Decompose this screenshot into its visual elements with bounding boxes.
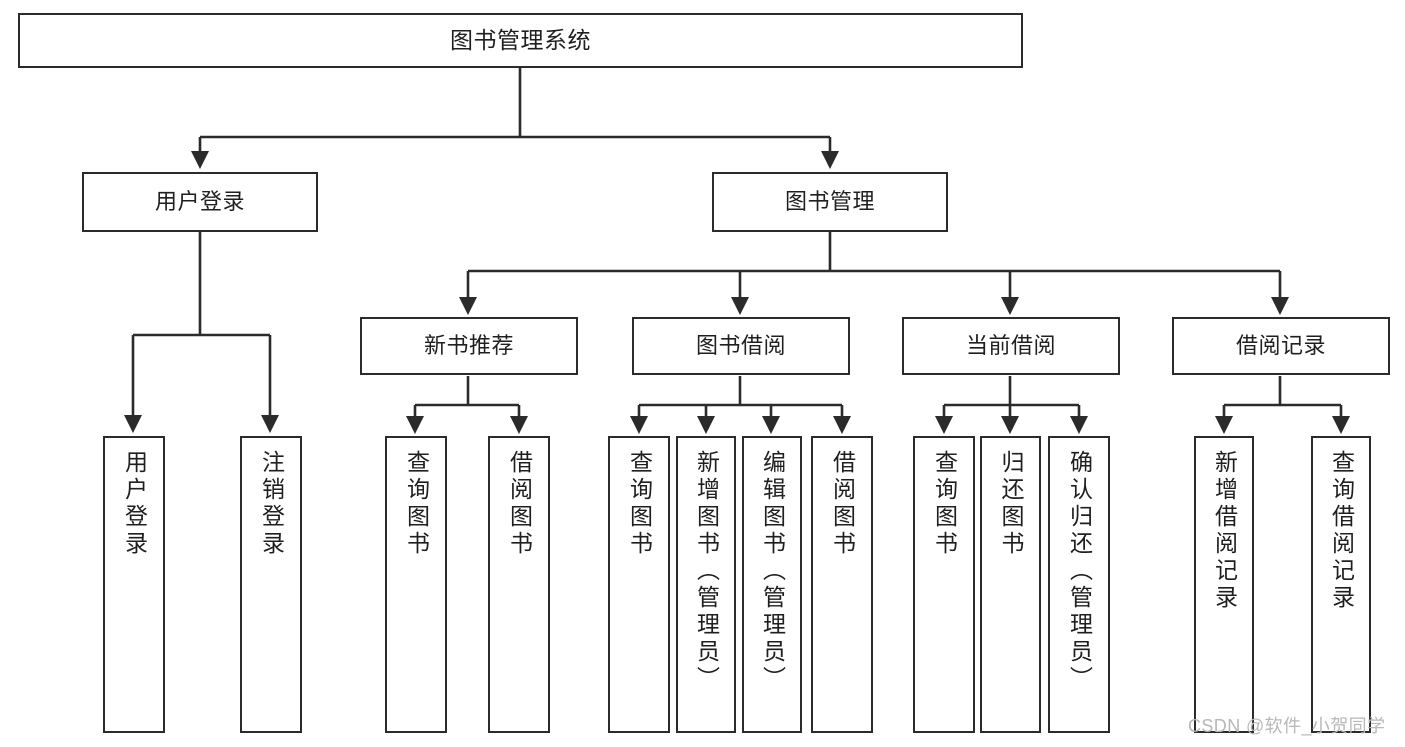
- node-label: 确认归还（管理员）: [1066, 450, 1093, 693]
- leaf-query-book-borrow[interactable]: 查询图书: [608, 436, 670, 733]
- leaf-query-book-current[interactable]: 查询图书: [913, 436, 975, 733]
- node-label: 用户登录: [154, 189, 245, 215]
- node-label: 借阅记录: [1235, 333, 1326, 359]
- leaf-confirm-return-admin[interactable]: 确认归还（管理员）: [1048, 436, 1110, 733]
- node-label: 新增图书（管理员）: [693, 450, 720, 693]
- leaf-return-book[interactable]: 归还图书: [980, 436, 1041, 733]
- node-label: 新增借阅记录: [1211, 450, 1238, 612]
- leaf-add-borrow-record[interactable]: 新增借阅记录: [1194, 436, 1254, 733]
- csdn-watermark: CSDN @软件_小贺同学: [1188, 716, 1386, 736]
- node-user-login[interactable]: 用户登录: [82, 172, 318, 232]
- leaf-query-borrow-record[interactable]: 查询借阅记录: [1311, 436, 1371, 733]
- node-label: 当前借阅: [965, 333, 1056, 359]
- node-label: 用户登录: [121, 450, 148, 558]
- leaf-add-book-admin[interactable]: 新增图书（管理员）: [676, 436, 736, 733]
- node-label: 图书管理: [784, 189, 875, 215]
- node-book-borrow[interactable]: 图书借阅: [632, 317, 850, 375]
- node-label: 查询图书: [626, 450, 653, 558]
- node-label: 编辑图书（管理员）: [759, 450, 786, 693]
- node-label: 查询图书: [931, 450, 958, 558]
- node-label: 归还图书: [998, 450, 1024, 558]
- leaf-query-book-recommend[interactable]: 查询图书: [385, 436, 447, 733]
- node-book-management[interactable]: 图书管理: [712, 172, 948, 232]
- node-label: 图书管理系统: [450, 26, 591, 53]
- node-label: 图书借阅: [695, 333, 786, 359]
- leaf-borrow-book[interactable]: 借阅图书: [811, 436, 873, 733]
- node-label: 查询图书: [403, 450, 430, 558]
- node-root-system[interactable]: 图书管理系统: [18, 13, 1023, 68]
- leaf-user-login[interactable]: 用户登录: [103, 436, 165, 733]
- node-borrow-record[interactable]: 借阅记录: [1172, 317, 1390, 375]
- node-new-book-recommend[interactable]: 新书推荐: [360, 317, 578, 375]
- node-label: 注销登录: [258, 450, 285, 558]
- leaf-logout[interactable]: 注销登录: [240, 436, 302, 733]
- node-label: 新书推荐: [423, 333, 514, 359]
- node-current-borrow[interactable]: 当前借阅: [902, 317, 1120, 375]
- leaf-borrow-book-recommend[interactable]: 借阅图书: [488, 436, 550, 733]
- node-label: 查询借阅记录: [1328, 450, 1355, 612]
- node-label: 借阅图书: [829, 450, 856, 558]
- node-label: 借阅图书: [506, 450, 533, 558]
- leaf-edit-book-admin[interactable]: 编辑图书（管理员）: [742, 436, 802, 733]
